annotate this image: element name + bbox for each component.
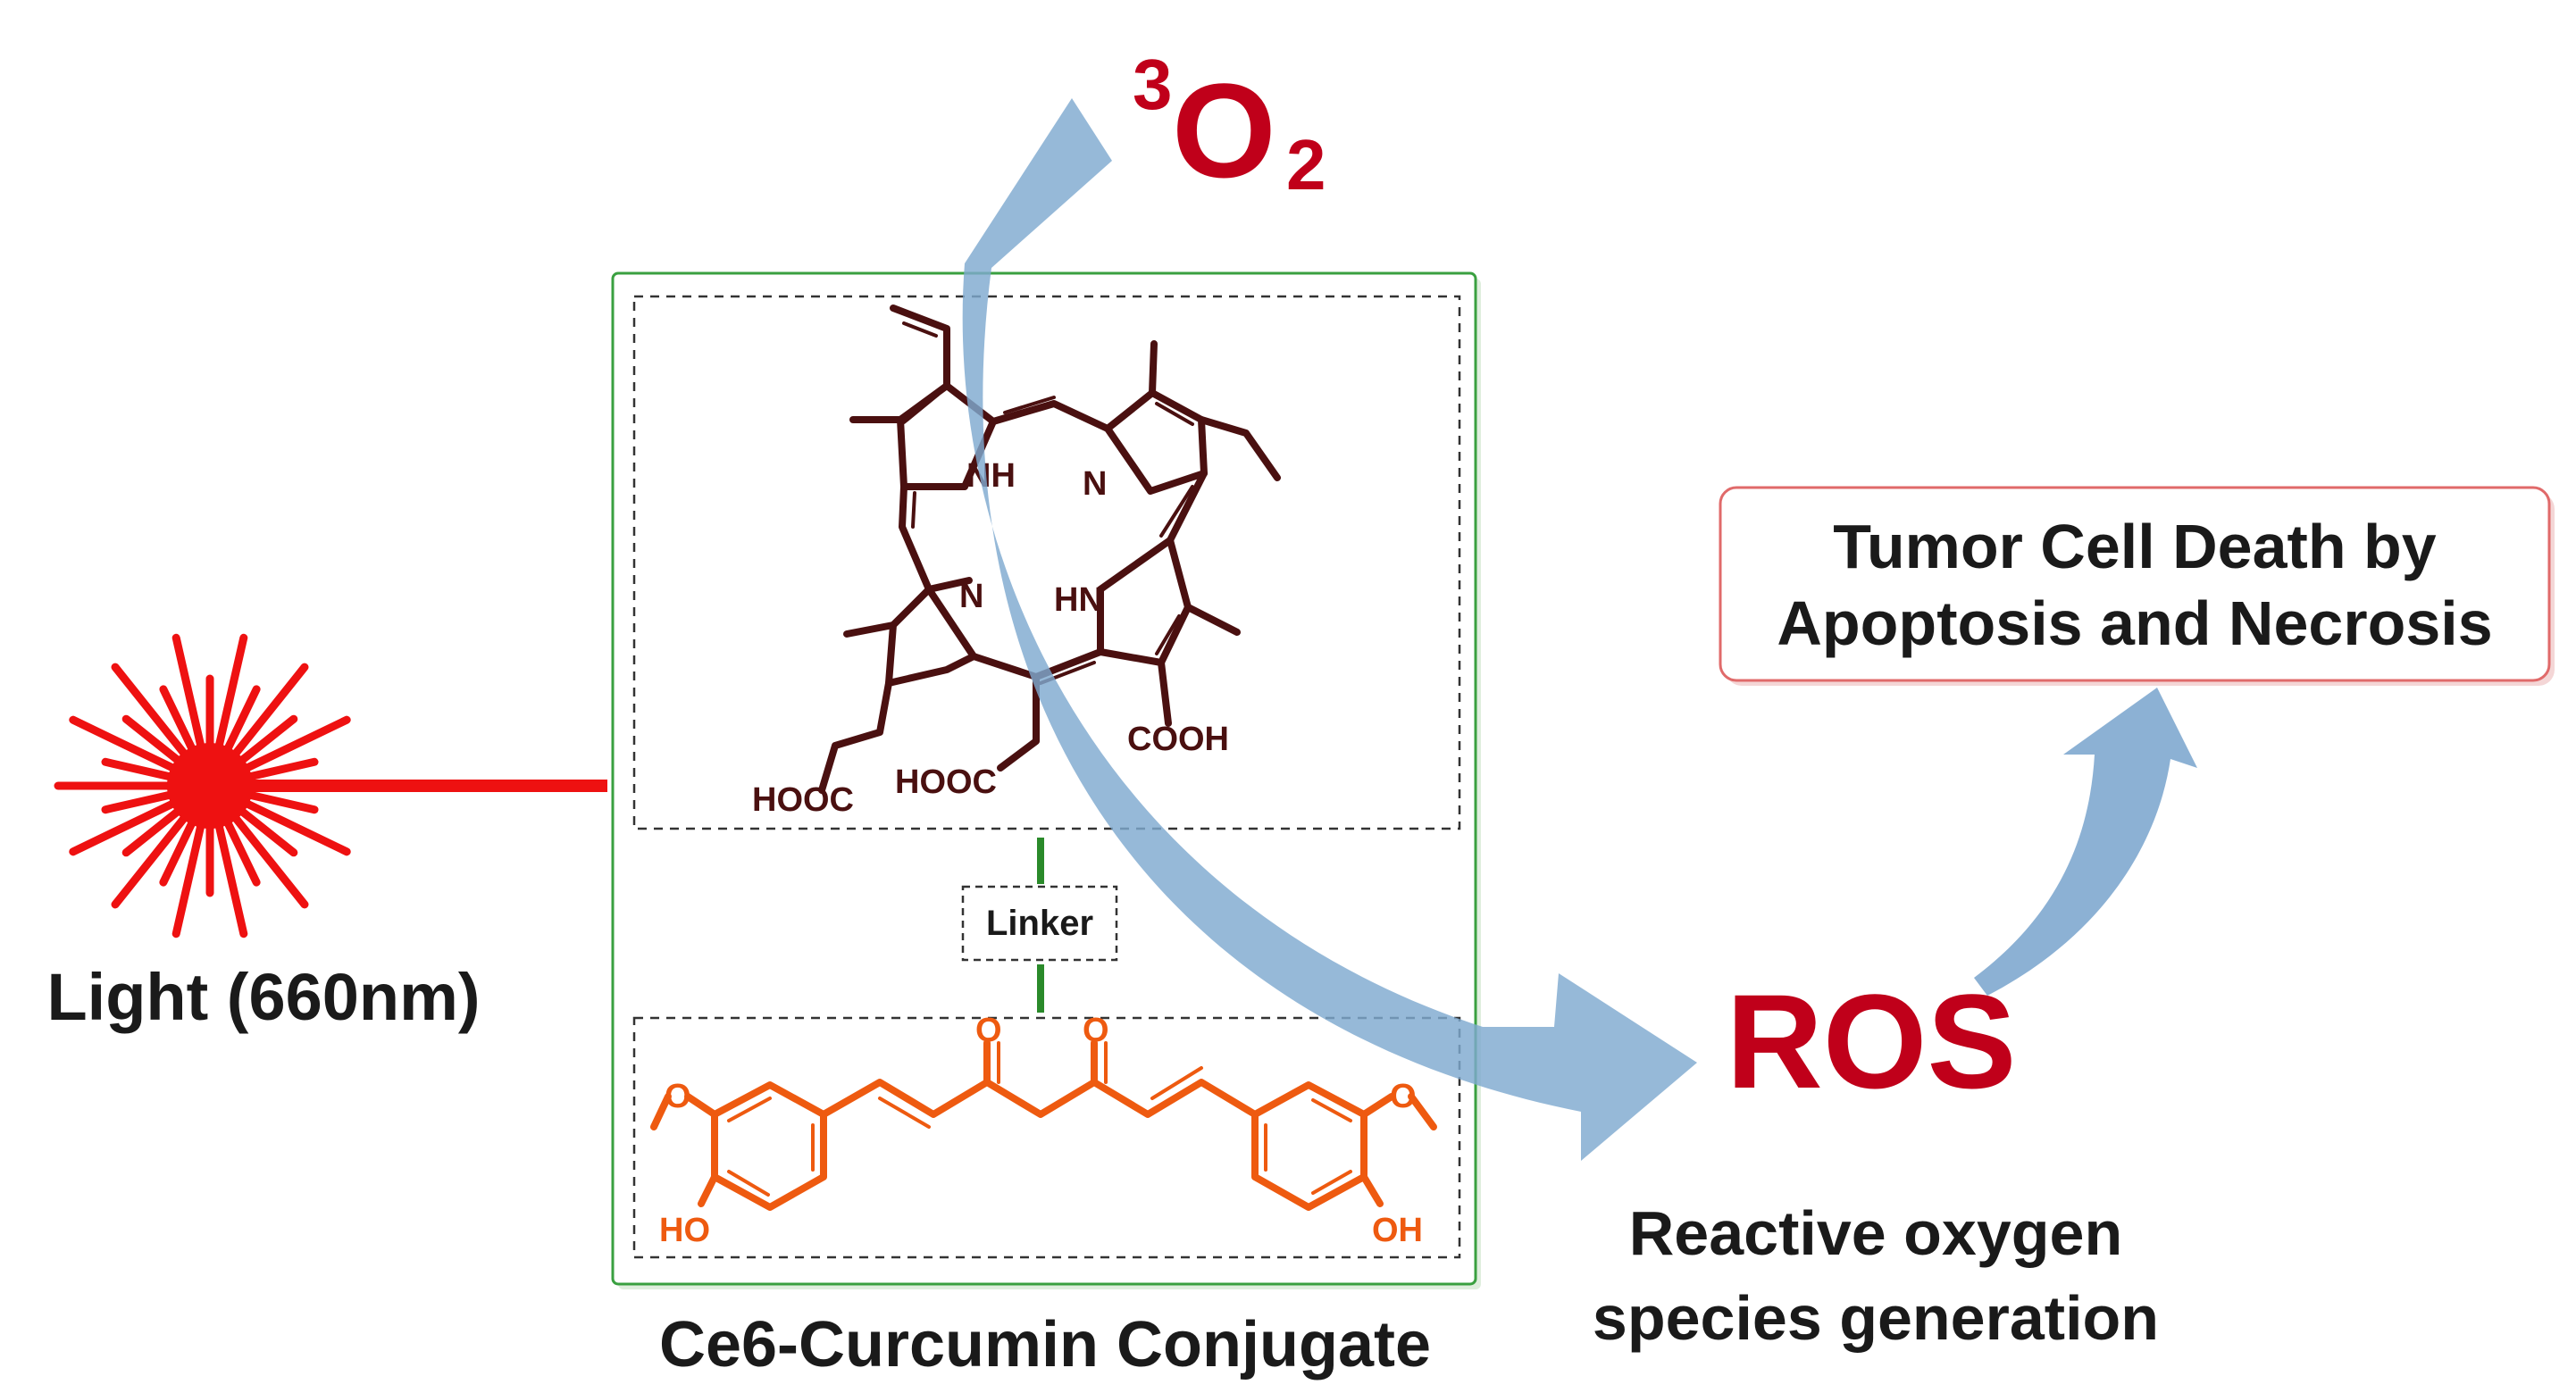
linker-label: Linker xyxy=(986,904,1093,943)
ce6-atom-labels: NH N N HN HOOC HOOC COOH xyxy=(752,457,1229,819)
ce6-n-bottom-label: N xyxy=(959,578,983,615)
oxygen-to-ros-arrow xyxy=(962,98,1697,1161)
ce6-structure xyxy=(818,304,1281,794)
curcumin-oh-label: OH xyxy=(1372,1212,1423,1249)
conjugate-box xyxy=(611,271,1477,1286)
curcumin-o-right-label: O xyxy=(1083,1012,1109,1049)
curcumin-o-methoxy-left-label: O xyxy=(665,1078,691,1115)
ce6-hn-label: HN xyxy=(1054,581,1103,619)
ce6-hooc-mid-label: HOOC xyxy=(895,763,997,801)
curcumin-structure xyxy=(650,1039,1437,1211)
oxygen-subscript: 2 xyxy=(1286,125,1326,204)
oxygen-symbol: O xyxy=(1172,55,1276,205)
ce6-hooc-left-label: HOOC xyxy=(752,781,854,819)
curcumin-dashed-box xyxy=(632,1016,1461,1259)
ce6-cooh-label: COOH xyxy=(1127,721,1229,758)
ce6-nh-label: NH xyxy=(966,457,1016,495)
ce6-n-top-label: N xyxy=(1083,465,1107,503)
oxygen-label: 3 O 2 xyxy=(1133,45,1326,205)
light-label: Light (660nm) xyxy=(46,960,480,1034)
ce6-dashed-box xyxy=(632,295,1461,830)
ros-label: ROS xyxy=(1726,966,2016,1116)
ros-caption-line2: species generation xyxy=(1593,1283,2159,1353)
outcome-box xyxy=(1719,486,2551,682)
laser-burst-icon xyxy=(54,633,366,938)
curcumin-ho-label: HO xyxy=(659,1212,710,1249)
conjugate-label: Ce6-Curcumin Conjugate xyxy=(659,1309,1431,1380)
curcumin-o-methoxy-right-label: O xyxy=(1390,1078,1417,1115)
ros-caption-line1: Reactive oxygen xyxy=(1629,1198,2122,1268)
linker-box xyxy=(961,885,1118,962)
oxygen-superscript: 3 xyxy=(1133,45,1173,124)
outcome-line2: Apoptosis and Necrosis xyxy=(1777,588,2492,658)
ros-to-outcome-arrow xyxy=(1974,688,2197,996)
outcome-line1: Tumor Cell Death by xyxy=(1833,512,2437,581)
curcumin-o-left-label: O xyxy=(975,1012,1002,1049)
curcumin-atom-labels: O O O O HO OH xyxy=(659,1012,1423,1249)
